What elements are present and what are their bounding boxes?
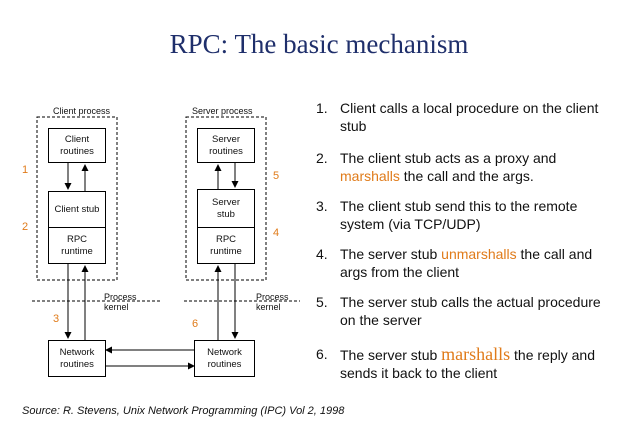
step-text-part: The server stub [340, 246, 442, 262]
step-item-6: 6. The server stub marshalls the reply an… [316, 345, 616, 382]
client-routines-box: Client routines [48, 128, 106, 163]
step-item-1: 1. Client calls a local procedure on the … [316, 99, 616, 135]
highlight-word: unmarshalls [441, 246, 517, 262]
client-stub-label: Client stub [54, 203, 100, 215]
step-item-number: 3. [316, 198, 328, 214]
step-text-part: the call and args from the client [340, 246, 593, 280]
step-item-number: 2. [316, 150, 328, 166]
step-number-5: 5 [273, 170, 280, 182]
network-routines-right-box: Network routines [194, 340, 255, 377]
step-text-part: The client stub acts as a proxy and [340, 150, 557, 166]
client-routines-label: Client routines [60, 133, 94, 157]
client-process-boundary [36, 116, 118, 281]
server-process-boundary [185, 116, 267, 281]
step-text-part: Client calls a local procedure on the cl… [340, 100, 599, 134]
client-rpc-runtime-label: RPC runtime [61, 233, 93, 257]
step-item-number: 6. [316, 346, 328, 362]
network-routines-left-box: Network routines [48, 340, 106, 377]
process-kernel-right-label: Process kernel [256, 292, 289, 312]
step-item-5: 5. The server stub calls the actual proce… [316, 293, 616, 329]
step-text-part: the reply and sends it back to the clien… [340, 347, 595, 381]
server-stub-box: Server stub [197, 189, 255, 228]
highlight-word: marshalls [340, 168, 400, 184]
client-process-label: Client process [53, 106, 111, 116]
step-item-4: 4. The server stub unmarshalls the call a… [316, 245, 616, 281]
step-text-part: The server stub calls the actual procedu… [340, 294, 601, 328]
step-number-3: 3 [53, 313, 60, 325]
step-item-2: 2. The client stub acts as a proxy and ma… [316, 149, 616, 185]
step-number-6: 6 [192, 318, 199, 330]
process-kernel-left-label: Process kernel [104, 292, 137, 312]
step-item-text: The server stub unmarshalls the call and… [340, 245, 616, 281]
highlight-word: marshalls [441, 344, 511, 364]
step-item-text: The client stub send this to the remote … [340, 197, 616, 233]
server-routines-box: Server routines [197, 128, 255, 163]
server-routines-label: Server routines [209, 133, 243, 157]
step-item-number: 1. [316, 100, 328, 116]
step-item-text: The server stub marshalls the reply and … [340, 345, 616, 382]
step-item-text: The server stub calls the actual procedu… [340, 293, 616, 329]
step-number-1: 1 [22, 164, 29, 176]
step-item-text: The client stub acts as a proxy and mars… [340, 149, 616, 185]
server-rpc-runtime-box: RPC runtime [197, 227, 255, 264]
client-stub-box: Client stub [48, 191, 106, 228]
step-item-number: 4. [316, 246, 328, 262]
page-title: RPC: The basic mechanism [169, 29, 469, 59]
step-text-part: the call and the args. [399, 168, 534, 184]
step-number-2: 2 [22, 221, 29, 233]
server-process-label: Server process [192, 106, 253, 116]
step-item-3: 3. The client stub send this to the remot… [316, 197, 616, 233]
step-item-number: 5. [316, 294, 328, 310]
network-routines-right-label: Network routines [207, 346, 242, 370]
step-number-4: 4 [273, 227, 280, 239]
server-rpc-runtime-label: RPC runtime [210, 233, 242, 257]
client-rpc-runtime-box: RPC runtime [48, 227, 106, 264]
network-routines-left-label: Network routines [59, 346, 95, 370]
step-item-text: Client calls a local procedure on the cl… [340, 99, 616, 135]
step-text-part: The server stub [340, 347, 442, 363]
server-stub-label: Server stub [212, 196, 240, 220]
step-text-part: The client stub send this to the remote … [340, 198, 578, 232]
source-citation: Source: R. Stevens, Unix Network Program… [22, 405, 345, 417]
